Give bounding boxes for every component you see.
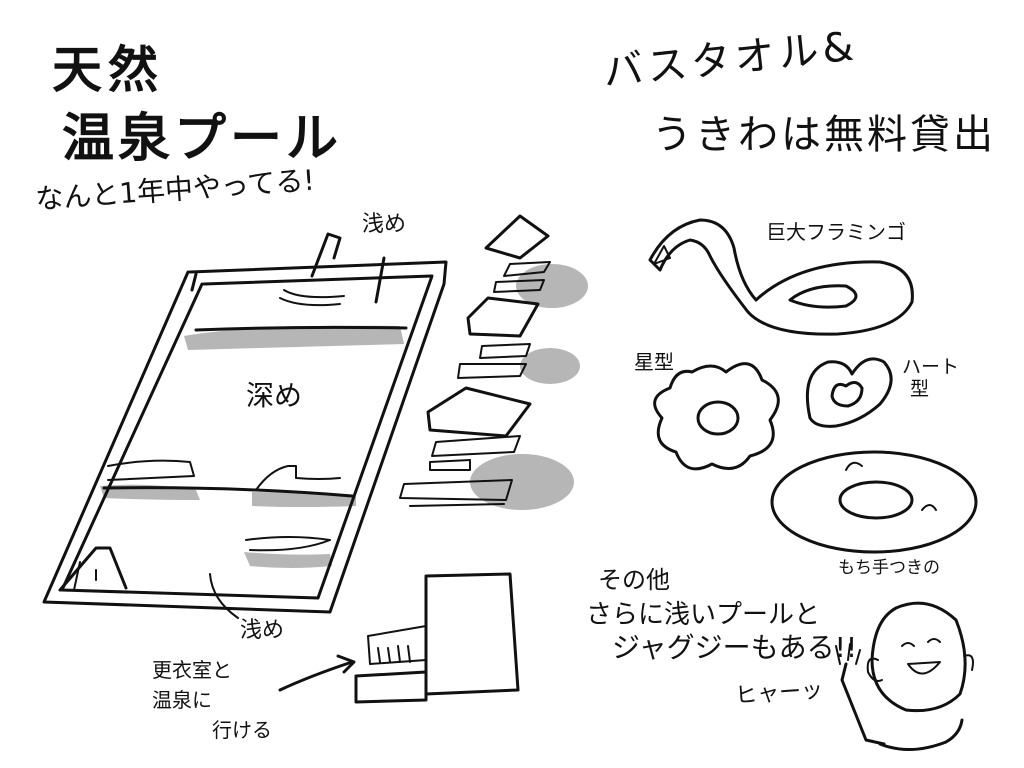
title-line1: 天然 [52, 41, 164, 99]
other-line2: さらに浅いプールと [586, 600, 821, 630]
locker-note-line3: 行ける [212, 718, 272, 742]
handle-float-label: もち手つきの [838, 558, 940, 578]
heart-label: ハート 型 [902, 356, 959, 400]
star-label: 星型 [634, 350, 674, 374]
heart-label-line1: ハート [902, 356, 960, 378]
heart-float-drawing [805, 357, 893, 428]
other-line1: その他 [598, 566, 670, 594]
locker-note: 更衣室と 温泉に 行ける [152, 655, 272, 745]
person-drawing [835, 601, 974, 752]
rental-line2: うきわは無料貸出 [652, 112, 996, 158]
flamingo-float-drawing [648, 218, 914, 336]
heart-label-line2: 型 [910, 378, 930, 400]
star-float-drawing [653, 362, 780, 471]
wave-exclamation: ヒャーッ [734, 677, 824, 709]
locker-building-drawing [278, 572, 520, 704]
ring-float-drawing [770, 450, 978, 554]
locker-note-line2: 温泉に [152, 688, 212, 712]
flamingo-label: 巨大フラミンゴ [766, 220, 906, 244]
stacked-chairs-drawing [399, 214, 588, 510]
pool-shallow-bottom-label: 浅め [240, 618, 285, 643]
other-line3: ジャグジーもある!! [612, 631, 858, 664]
locker-note-line1: 更衣室と [152, 658, 232, 682]
pool-drawing [42, 232, 448, 619]
pool-shallow-top-label: 浅め [362, 212, 407, 237]
title-line2: 温泉プール [62, 109, 343, 169]
pool-deep-label: 深め [246, 379, 303, 412]
